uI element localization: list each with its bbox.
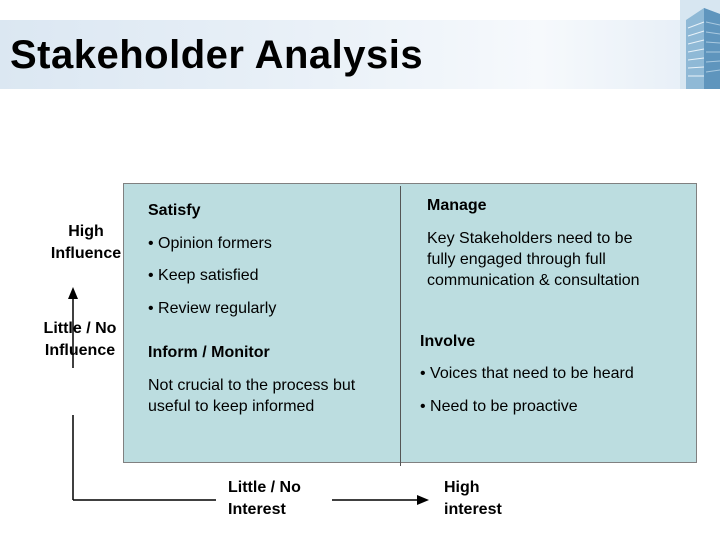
inform-heading: Inform / Monitor	[148, 344, 270, 361]
manage-heading: Manage	[427, 197, 487, 214]
x-axis-arrowhead	[417, 495, 429, 505]
inform-line-2: useful to keep informed	[148, 398, 315, 415]
y-axis-low-line2: Influence	[44, 342, 116, 359]
involve-bullet-2: • Need to be proactive	[420, 398, 578, 415]
x-axis-low-line2: Interest	[228, 501, 286, 518]
manage-line-1: Key Stakeholders need to be	[427, 230, 633, 247]
satisfy-bullet-3: • Review regularly	[148, 300, 277, 317]
satisfy-heading: Satisfy	[148, 202, 201, 219]
title-bar	[0, 20, 720, 89]
y-axis-low-label: Little / No Influence	[32, 318, 128, 362]
x-axis-high-label: High interest	[444, 477, 502, 521]
inform-line-1: Not crucial to the process but	[148, 377, 356, 394]
y-axis-low-line1: Little / No	[43, 320, 117, 337]
building-image-icon	[680, 0, 720, 89]
y-axis-high-line1: High	[68, 223, 104, 240]
y-axis-arrowhead	[68, 287, 78, 299]
manage-line-3: communication & consultation	[427, 272, 640, 289]
slide-title: Stakeholder Analysis	[10, 33, 424, 77]
matrix-divider	[400, 186, 401, 466]
y-axis-high-label: High Influence	[38, 221, 134, 265]
satisfy-bullet-2: • Keep satisfied	[148, 267, 259, 284]
involve-bullet-1: • Voices that need to be heard	[420, 365, 634, 382]
x-axis-low-label: Little / No Interest	[228, 477, 301, 521]
y-axis-high-line2: Influence	[50, 245, 122, 262]
satisfy-bullet-1: • Opinion formers	[148, 235, 272, 252]
manage-line-2: fully engaged through full	[427, 251, 606, 268]
stakeholder-matrix	[123, 183, 697, 463]
x-axis-high-line1: High	[444, 479, 480, 496]
involve-heading: Involve	[420, 333, 476, 350]
x-axis-high-line2: interest	[444, 501, 502, 518]
x-axis-low-line1: Little / No	[228, 479, 301, 496]
